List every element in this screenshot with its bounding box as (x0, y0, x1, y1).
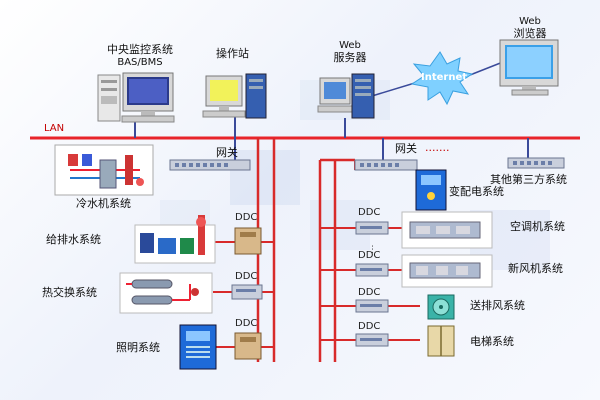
web-server-icon (317, 73, 375, 119)
right-ddc-1-icon (355, 221, 389, 235)
workstation-icon (202, 73, 267, 119)
right-ddc-3-label: DDC (358, 287, 381, 298)
ventilation-fan-icon (427, 294, 455, 320)
left-ddc-3-icon (234, 332, 262, 360)
right-gateway-switch-icon (354, 159, 418, 171)
central-monitor-label: 中央监控系统 (107, 43, 173, 56)
heat-exchange-icon (119, 272, 213, 314)
right-ddc-4-icon (355, 333, 389, 347)
lighting-system-label: 照明系统 (116, 341, 160, 354)
right-gateway-label: 网关 (395, 142, 417, 155)
svg-text:⋮: ⋮ (368, 245, 377, 255)
heat-exchange-label: 热交换系统 (42, 286, 97, 299)
web-browser-icon (499, 39, 559, 96)
left-ddc-2-icon (231, 284, 263, 300)
lan-label: LAN (44, 123, 65, 134)
central-monitor-sublabel: BAS/BMS (117, 57, 163, 68)
chiller-system-icon (54, 144, 154, 196)
left-ddc-2-label: DDC (235, 271, 258, 282)
chiller-system-label: 冷水机系统 (76, 197, 131, 210)
water-system-label: 给排水系统 (46, 233, 101, 246)
elevator-icon (427, 325, 455, 357)
web-server-label-2: 服务器 (333, 51, 367, 64)
right-ddc-4-label: DDC (358, 321, 381, 332)
water-system-icon (134, 215, 216, 264)
browser-label-2: 浏览器 (513, 27, 547, 40)
web-server-label-1: Web (339, 40, 361, 51)
internet-label: Internet (421, 72, 468, 83)
third-party-label: 其他第三方系统 (490, 173, 567, 186)
ac-system-label: 空调机系统 (510, 220, 565, 233)
ac-unit-icon (401, 211, 493, 249)
gateway-dots: ······· (425, 144, 450, 157)
ventilation-label: 送排风系统 (470, 299, 525, 312)
left-ddc-3-label: DDC (235, 318, 258, 329)
fresh-air-label: 新风机系统 (508, 262, 563, 275)
left-gateway-switch-icon (169, 159, 251, 171)
third-party-switch-icon (507, 157, 565, 169)
left-ddc-1-icon (234, 227, 262, 255)
browser-label-1: Web (519, 16, 541, 27)
fresh-air-unit-icon (401, 254, 493, 288)
elevator-label: 电梯系统 (470, 335, 514, 348)
left-gateway-label: 网关 (216, 146, 238, 159)
central-monitor-icon (97, 72, 175, 123)
substation-label: 变配电系统 (449, 185, 504, 198)
left-ddc-1-label: DDC (235, 212, 258, 223)
lighting-cabinet-icon (179, 324, 217, 370)
right-ddc-2-label: DDC (358, 250, 381, 261)
workstation-label: 操作站 (216, 47, 249, 60)
right-ddc-2-icon (355, 263, 389, 277)
substation-cabinet-icon (415, 169, 447, 211)
internet-cloud-icon (410, 51, 474, 106)
right-ddc-1-label: DDC (358, 207, 381, 218)
right-ddc-3-icon (355, 299, 389, 313)
